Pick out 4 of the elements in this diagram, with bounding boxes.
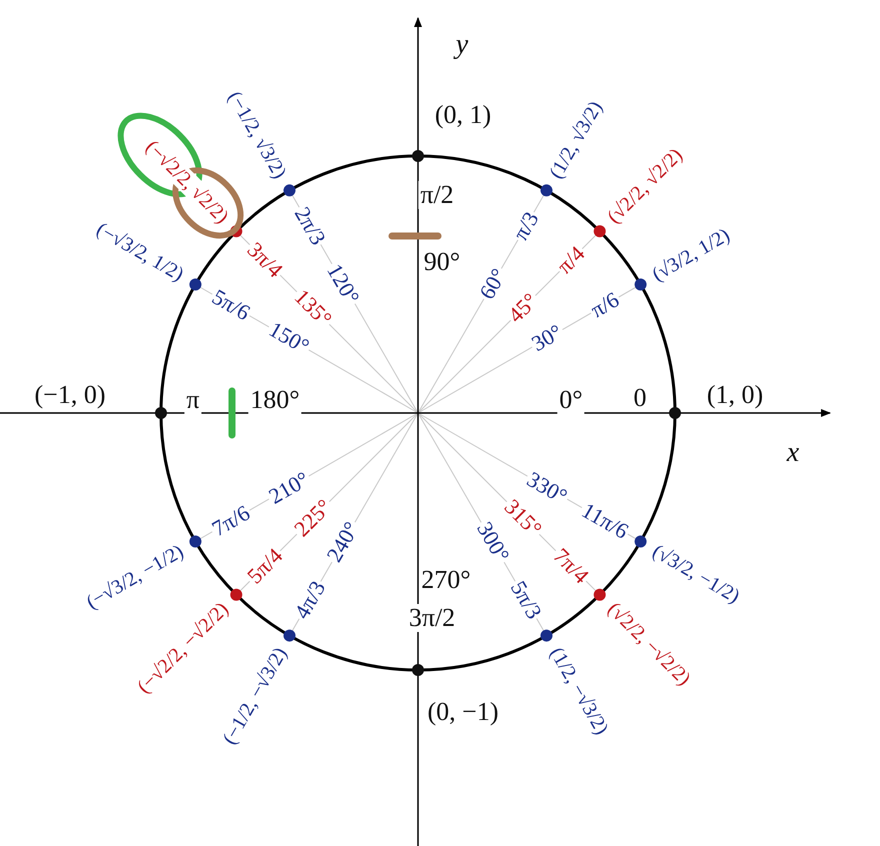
annotation-mark	[228, 388, 236, 438]
y-axis-label: y	[454, 30, 470, 60]
annotation-mark	[388, 232, 442, 240]
x-axis-label: x	[786, 438, 800, 468]
